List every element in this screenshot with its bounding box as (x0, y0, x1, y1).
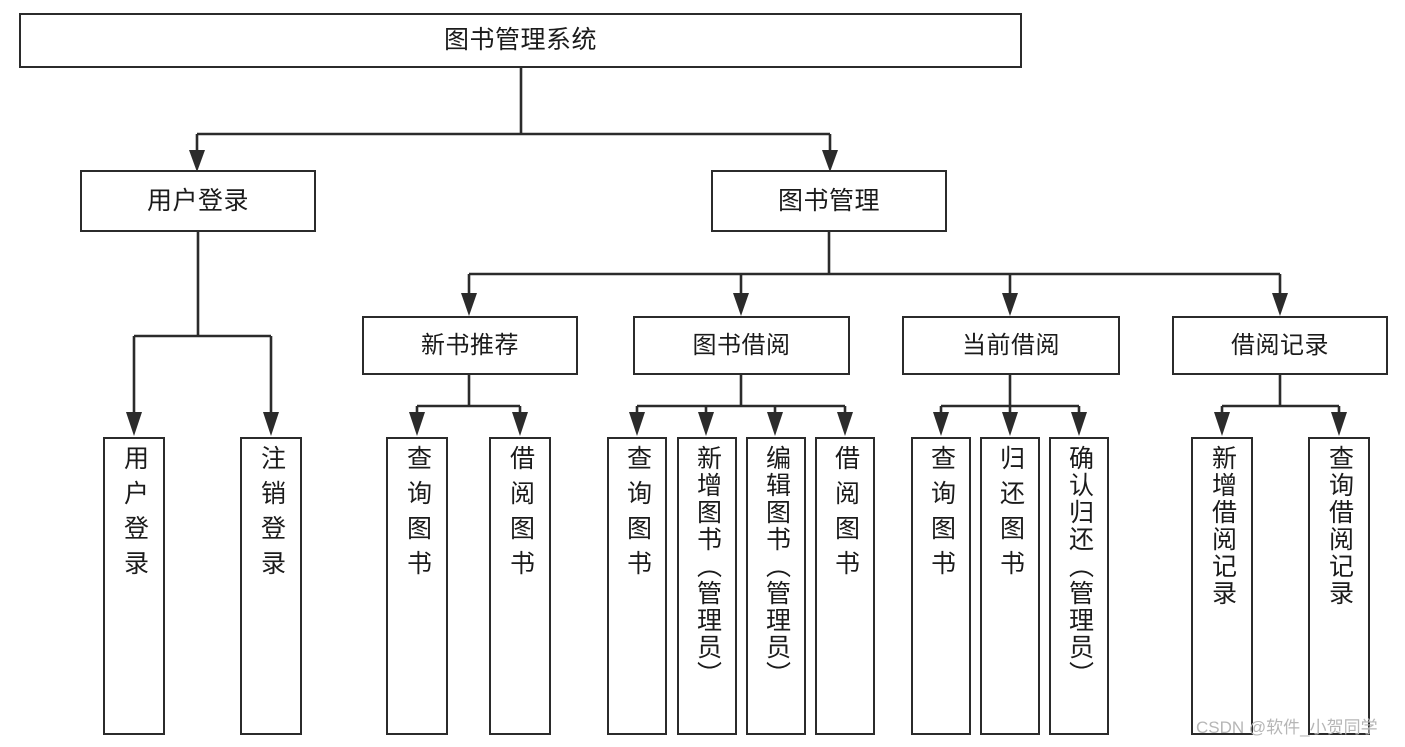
leaf-book-borrow-add-book-admin[interactable]: 新增图书（管理员） (677, 437, 737, 735)
node-label: 查询图书 (927, 445, 956, 585)
node-borrowing-record[interactable]: 借阅记录 (1172, 316, 1388, 375)
leaf-book-borrow-borrow-books[interactable]: 借阅图书 (815, 437, 875, 735)
leaf-current-borrow-return-books[interactable]: 归还图书 (980, 437, 1040, 735)
leaf-current-borrow-query-books[interactable]: 查询图书 (911, 437, 971, 735)
node-label: 归还图书 (996, 445, 1025, 585)
leaf-book-borrow-edit-book-admin[interactable]: 编辑图书（管理员） (746, 437, 806, 735)
node-label: 图书管理系统 (443, 26, 597, 55)
node-new-book-recommendation[interactable]: 新书推荐 (362, 316, 578, 375)
node-book-borrowing[interactable]: 图书借阅 (633, 316, 850, 375)
node-label: 用户登录 (120, 445, 149, 585)
node-label: 当前借阅 (962, 331, 1060, 359)
node-user-login[interactable]: 用户登录 (80, 170, 316, 232)
leaf-borrow-record-add-record[interactable]: 新增借阅记录 (1191, 437, 1253, 735)
node-label: 图书管理 (777, 186, 880, 215)
node-label: 借阅图书 (831, 445, 860, 585)
leaf-current-borrow-confirm-return-admin[interactable]: 确认归还（管理员） (1049, 437, 1109, 735)
node-label: 图书借阅 (692, 331, 791, 359)
node-label: 新书推荐 (421, 331, 519, 359)
node-root-book-management-system[interactable]: 图书管理系统 (19, 13, 1022, 68)
leaf-new-book-borrow-books[interactable]: 借阅图书 (489, 437, 551, 735)
node-label: 借阅记录 (1231, 331, 1329, 359)
watermark: CSDN @软件_小贺同学 (1196, 718, 1378, 737)
node-label: 用户登录 (146, 186, 249, 215)
node-label: 确认归还（管理员） (1065, 445, 1094, 688)
leaf-user-login-logout[interactable]: 注销登录 (240, 437, 302, 735)
leaf-user-login-login[interactable]: 用户登录 (103, 437, 165, 735)
node-book-management[interactable]: 图书管理 (711, 170, 947, 232)
node-label: 新增借阅记录 (1208, 445, 1237, 607)
leaf-book-borrow-query-books[interactable]: 查询图书 (607, 437, 667, 735)
node-label: 查询图书 (623, 445, 652, 585)
node-label: 编辑图书（管理员） (762, 445, 791, 688)
leaf-borrow-record-query-record[interactable]: 查询借阅记录 (1308, 437, 1370, 735)
leaf-new-book-query-books[interactable]: 查询图书 (386, 437, 448, 735)
node-current-borrowing[interactable]: 当前借阅 (902, 316, 1120, 375)
node-label: 查询图书 (403, 445, 432, 585)
node-label: 注销登录 (257, 445, 286, 585)
node-label: 查询借阅记录 (1325, 445, 1354, 607)
node-label: 新增图书（管理员） (693, 445, 722, 688)
node-label: 借阅图书 (506, 445, 535, 585)
